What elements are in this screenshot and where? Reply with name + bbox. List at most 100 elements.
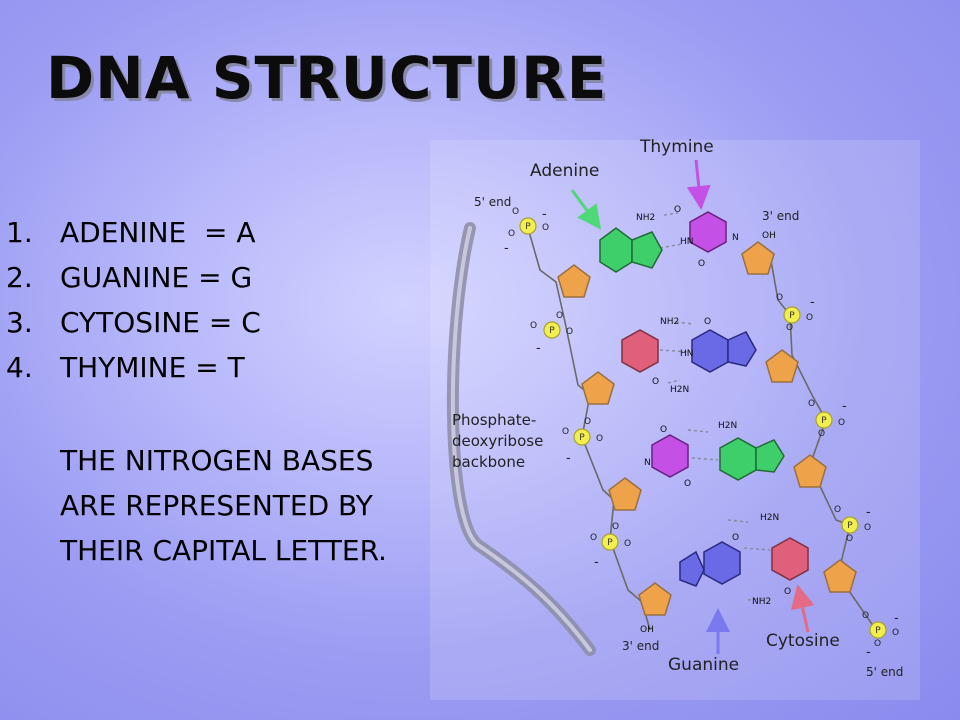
svg-text:-: - — [504, 241, 509, 256]
adenine-ring — [755, 439, 785, 473]
label-3-end-top: 3' end — [762, 209, 799, 223]
guanine-ring — [691, 329, 729, 373]
sugars — [557, 241, 857, 616]
thymine-ring — [651, 434, 689, 478]
hydrogen-bonds — [659, 212, 771, 601]
svg-text:O: O — [698, 259, 705, 269]
list-text: ADENINE = A — [60, 216, 256, 249]
sugar — [638, 582, 672, 616]
list-item: 3. CYTOSINE = C — [6, 300, 261, 345]
phosphate — [519, 217, 537, 235]
list-text: THYMINE = T — [60, 351, 245, 384]
svg-text:NH2: NH2 — [636, 213, 655, 223]
svg-text:O: O — [590, 533, 597, 543]
svg-text:HN: HN — [680, 237, 694, 247]
phosphate — [869, 621, 887, 639]
label-backbone-line2: deoxyribose — [452, 432, 543, 450]
base-pair-thymine-adenine — [651, 434, 785, 481]
label-5-end-bottom: 5' end — [866, 665, 903, 679]
svg-text:O: O — [652, 377, 659, 387]
svg-text:O: O — [684, 479, 691, 489]
svg-text:OH: OH — [762, 231, 776, 241]
phosphates — [519, 217, 887, 639]
cytosine-arrow — [790, 584, 815, 633]
guanine-ring — [727, 331, 757, 367]
backbone-bracket-highlight — [450, 226, 592, 652]
note-text: THE NITROGEN BASES ARE REPRESENTED BY TH… — [60, 444, 387, 567]
base-pair-adenine-thymine — [599, 211, 727, 273]
adenine-arrow — [570, 189, 602, 230]
list-text: CYTOSINE = C — [60, 306, 261, 339]
svg-text:-: - — [894, 611, 899, 626]
svg-text:H2N: H2N — [718, 421, 737, 431]
phosphate — [841, 516, 859, 534]
diagram-backdrop — [430, 140, 920, 700]
list-number: 1. — [6, 216, 33, 249]
svg-text:-: - — [810, 295, 815, 310]
svg-text:O: O — [624, 539, 631, 549]
svg-text:O: O — [596, 434, 603, 444]
svg-text:O: O — [892, 628, 899, 638]
svg-text:P: P — [525, 222, 531, 232]
list-number: 3. — [6, 306, 33, 339]
slide-title: DNA STRUCTURE — [46, 44, 608, 112]
label-5-end-top: 5' end — [474, 195, 511, 209]
sugar — [823, 559, 857, 593]
list-item: 4.THYMINE = T — [6, 345, 261, 390]
sugar — [765, 349, 799, 383]
svg-text:N: N — [644, 458, 651, 468]
svg-text:O: O — [566, 327, 573, 337]
svg-text:P: P — [821, 416, 827, 426]
svg-text:O: O — [512, 207, 519, 217]
svg-text:O: O — [732, 533, 739, 543]
svg-text:H2N: H2N — [760, 513, 779, 523]
label-backbone-line3: backbone — [452, 453, 525, 471]
guanine-ring — [703, 541, 741, 585]
phosphate — [601, 533, 619, 551]
svg-text:OH: OH — [640, 625, 654, 635]
thymine-arrow — [686, 159, 711, 210]
label-thymine: Thymine — [639, 137, 714, 157]
thymine-ring — [689, 211, 727, 253]
svg-text:O: O — [704, 317, 711, 327]
svg-text:O: O — [530, 321, 537, 331]
svg-text:O: O — [508, 229, 515, 239]
label-backbone-line1: Phosphate- — [452, 411, 536, 429]
svg-text:-: - — [842, 399, 847, 414]
svg-text:O: O — [874, 639, 881, 649]
svg-text:P: P — [789, 311, 795, 321]
svg-text:N: N — [732, 233, 739, 243]
svg-text:HN: HN — [680, 349, 694, 359]
svg-text:O: O — [542, 223, 549, 233]
svg-text:O: O — [776, 293, 783, 303]
svg-text:NH2: NH2 — [660, 317, 679, 327]
svg-text:P: P — [847, 521, 853, 531]
svg-text:-: - — [566, 451, 571, 466]
list-number: 2. — [6, 261, 33, 294]
phosphate-charges: -- - - - - - - -- — [504, 207, 899, 660]
svg-text:-: - — [594, 555, 599, 570]
svg-text:P: P — [875, 626, 881, 636]
phosphate — [815, 411, 833, 429]
phosphate — [783, 306, 801, 324]
phosphate — [543, 321, 561, 339]
phosphate — [573, 428, 591, 446]
svg-text:O: O — [806, 313, 813, 323]
svg-text:-: - — [866, 645, 871, 660]
phosphate-oxygens: OOO OOO OOO OOO OOO OOO OOO OOO — [508, 207, 899, 649]
svg-text:O: O — [660, 425, 667, 435]
label-guanine: Guanine — [668, 655, 739, 675]
label-3-end-bottom: 3' end — [622, 639, 659, 653]
base-atoms: NH2 O HN O N OH NH2 HN O H2N O O O H2N N… — [636, 205, 791, 635]
svg-text:P: P — [549, 326, 555, 336]
svg-text:O: O — [786, 323, 793, 333]
sugar — [608, 477, 642, 511]
list-text: GUANINE = G — [60, 261, 253, 294]
svg-text:-: - — [536, 341, 541, 356]
svg-text:O: O — [784, 587, 791, 597]
label-cytosine: Cytosine — [766, 631, 840, 651]
svg-text:P: P — [607, 538, 613, 548]
label-adenine: Adenine — [530, 161, 599, 181]
list-item: 2. GUANINE = G — [6, 255, 261, 300]
base-pair-cytosine-guanine — [621, 329, 757, 373]
